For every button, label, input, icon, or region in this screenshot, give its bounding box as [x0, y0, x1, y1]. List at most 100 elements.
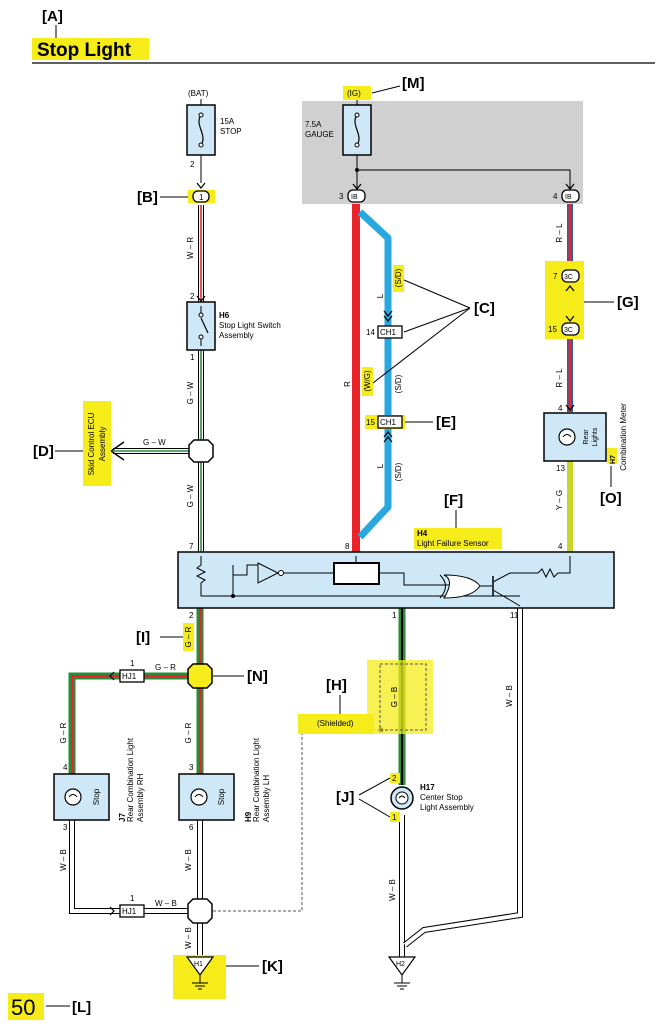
skid-control-ecu: Skid Control ECU Assembly [D] [33, 401, 111, 486]
connector-ib-right-label: IB [565, 194, 572, 201]
label-l-2: L [376, 463, 385, 468]
wg-highlight [362, 367, 373, 396]
pin-3-ib: 3 [339, 192, 344, 201]
callout-j: [J] [336, 789, 354, 806]
label-g-w-1: G – W [186, 381, 195, 404]
pin-14: 14 [366, 328, 375, 337]
label-g-b-top: G – B [390, 687, 399, 707]
stop-fuse-name: STOP [220, 127, 242, 136]
label-y-g: Y – G [555, 490, 564, 510]
skid-ecu-label-2: Assembly [98, 427, 107, 462]
g-r-highlight [183, 623, 194, 651]
label-r-l-2: R – L [555, 368, 564, 388]
shielded-callout: (Shielded) [H] G – B [298, 660, 433, 734]
page-number-highlight [8, 993, 44, 1020]
label-wg: (W/G) [363, 370, 372, 392]
pin-15-ch1: 15 [366, 418, 375, 427]
title-highlight [32, 38, 149, 60]
callout-f: [F] [444, 492, 463, 509]
splice-n: [N] [187, 663, 268, 689]
label-sd-2: (S/D) [394, 374, 403, 393]
pin-15-3c: 15 [548, 325, 557, 334]
ig-highlight [343, 86, 371, 100]
callout-d: [D] [33, 443, 54, 460]
label-w-b-3: W – B [184, 927, 193, 949]
footer: 50 [L] [8, 993, 91, 1020]
connector-ib-left-label: IB [351, 194, 358, 201]
wire-labels: W – R G – W G – W G – W R L L (S/D) (S/D… [59, 223, 564, 949]
label-g-r-1: G – R [184, 626, 193, 647]
header: [A] Stop Light [32, 8, 655, 64]
callout-e: [E] [436, 414, 456, 431]
pin-4-ib: 4 [553, 192, 558, 201]
pin-3-h9: 3 [189, 763, 194, 772]
h17-name-2: Light Assembly [420, 803, 474, 812]
pin-3-j7: 3 [63, 823, 68, 832]
h7-code-highlight [607, 448, 617, 464]
callout-l: [L] [72, 999, 91, 1016]
callout-k: [K] [262, 958, 283, 975]
skid-ecu-label-1: Skid Control ECU [87, 412, 96, 475]
connector-ib-left [347, 189, 366, 203]
power-section: (BAT) 15A STOP 2 (IG) [M] 7.5A GAUGE [186, 75, 575, 190]
ground-h2: H2 [387, 956, 417, 990]
label-r: R [343, 381, 352, 387]
h4-label-highlight [414, 528, 502, 549]
connector-ib-right [561, 189, 580, 203]
j7-code: J7 [118, 813, 127, 822]
connector-3c-15 [561, 322, 580, 336]
pin-7-3c: 7 [553, 272, 558, 281]
h4-light-failure-sensor: 7 8 4 2 1 11 H4 Light Failure Sensor [F] [177, 492, 615, 620]
label-sd-1: (S/D) [394, 268, 403, 287]
connector-3c-7-label: 3C [564, 274, 573, 281]
callout-o: [O] [600, 490, 622, 507]
pin-1-h4: 1 [392, 611, 397, 620]
splice-w-b [187, 898, 213, 924]
pin-4-h4: 4 [558, 542, 563, 551]
connector-hj1-top [119, 669, 145, 683]
label-g-w-2: G – W [186, 484, 195, 507]
j7-name-2: Assembly RH [136, 773, 145, 822]
label-w-r: W – R [186, 237, 195, 259]
h9-name-1: Rear Combination Light [252, 737, 261, 822]
connector-ch1-14 [377, 325, 403, 339]
splice-g-w [188, 439, 214, 463]
j7-name-1: Rear Combination Light [126, 737, 135, 822]
label-g-r-branch: G – R [155, 663, 176, 672]
ground-h2-label: H2 [396, 961, 405, 968]
label-w-b-1: W – B [59, 849, 68, 871]
h9-stop-label: Stop [217, 788, 226, 805]
pin-13-h7: 13 [556, 464, 565, 473]
pin-1-h6: 1 [190, 353, 195, 362]
label-w-b-2: W – B [184, 849, 193, 871]
h4-code: H4 [417, 529, 428, 538]
gauge-fuse-name: GAUGE [305, 130, 334, 139]
pin-2-h6: 2 [190, 292, 195, 301]
h6-name-2: Assembly [219, 331, 254, 340]
h6-stop-light-switch: 2 1 H6 Stop Light Switch Assembly [186, 292, 281, 362]
h9-code: H9 [244, 811, 253, 822]
label-l-1: L [376, 293, 385, 298]
h17-pin-highlight-top [390, 773, 400, 783]
label-r-l-1: R – L [555, 223, 564, 243]
label-g-r-2: G – R [59, 722, 68, 743]
h6-name-1: Stop Light Switch [219, 321, 281, 330]
callout-b: [B] [137, 189, 158, 206]
callout-h: [H] [326, 677, 347, 694]
page-number: 50 [11, 995, 35, 1020]
pin-8-h4: 8 [345, 542, 350, 551]
h7-combination-meter: 4 Rear Lights 13 H7 Combination Meter [O… [543, 403, 628, 507]
label-sd-3: (S/D) [394, 462, 403, 481]
pin-2-h17: 2 [392, 774, 397, 783]
callout-m: [M] [402, 75, 425, 92]
label-g-w-branch: G – W [143, 438, 166, 447]
callout-g: [G] [617, 294, 639, 311]
pin-2-fuse: 2 [190, 160, 195, 169]
connector-1 [192, 190, 210, 203]
ground-h1-label: H1 [194, 961, 203, 968]
wire-l [357, 209, 392, 540]
h4-name: Light Failure Sensor [417, 539, 489, 548]
wire-w-b [69, 608, 523, 957]
pin-2-h4: 2 [189, 611, 194, 620]
